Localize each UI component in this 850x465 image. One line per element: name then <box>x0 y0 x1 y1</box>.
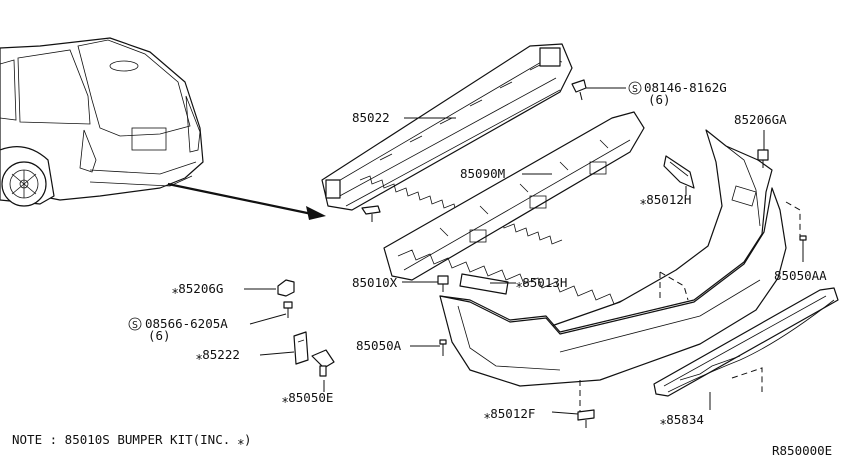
label-08146-8162g: 08146-8162G <box>644 80 727 95</box>
label-85050e: ⁎85050E <box>282 390 333 405</box>
bracket-85222 <box>293 331 309 365</box>
clip-icon <box>437 275 449 292</box>
screw-symbol-icon: S <box>128 317 142 331</box>
label-08566-6205a: 08566-6205A <box>145 316 228 331</box>
label-85012h: ⁎85012H <box>640 192 691 207</box>
label-85206g: ⁎85206G <box>172 281 223 296</box>
screw-icon <box>439 339 447 356</box>
guide-line <box>731 367 763 392</box>
bracket-85013h <box>459 273 509 295</box>
label-85022: 85022 <box>352 110 390 125</box>
note-text: NOTE : 85010S BUMPER KIT(INC. ⁎) <box>12 432 252 447</box>
label-85206ga: 85206GA <box>734 112 787 127</box>
part-85834-step-plate <box>653 287 839 397</box>
screw-symbol-icon: S <box>628 81 642 95</box>
clip-icon <box>577 409 595 428</box>
label-85090m: 85090M <box>460 166 505 181</box>
guide-line <box>785 201 801 238</box>
screw-icon <box>283 301 293 318</box>
direction-arrow <box>167 182 326 220</box>
leader-lines <box>244 87 804 415</box>
label-85010x: 85010X <box>352 275 398 290</box>
vehicle-illustration <box>0 37 204 207</box>
clip-85050e <box>311 349 335 377</box>
label-85050aa: 85050AA <box>774 268 827 283</box>
clip-icon <box>757 149 769 168</box>
reference-code: R850000E <box>772 443 832 458</box>
bracket-85012h <box>663 155 695 189</box>
label-85050a: 85050A <box>356 338 402 353</box>
svg-text:S: S <box>132 320 138 331</box>
screw-icon <box>799 235 807 250</box>
part-bumper-fascia <box>439 129 787 387</box>
label-85013h: ⁎85013H <box>516 275 567 290</box>
bolt-icon <box>361 205 381 222</box>
label-08566-qty: (6) <box>148 328 171 343</box>
label-08146-qty: (6) <box>648 92 671 107</box>
clip-85206g <box>277 279 295 297</box>
part-85090m-absorber <box>383 111 645 305</box>
label-85012f: ⁎85012F <box>484 406 535 421</box>
bolt-icon <box>571 79 587 101</box>
label-85222: ⁎85222 <box>196 347 240 362</box>
svg-text:S: S <box>632 84 638 95</box>
label-85834: ⁎85834 <box>660 412 704 427</box>
